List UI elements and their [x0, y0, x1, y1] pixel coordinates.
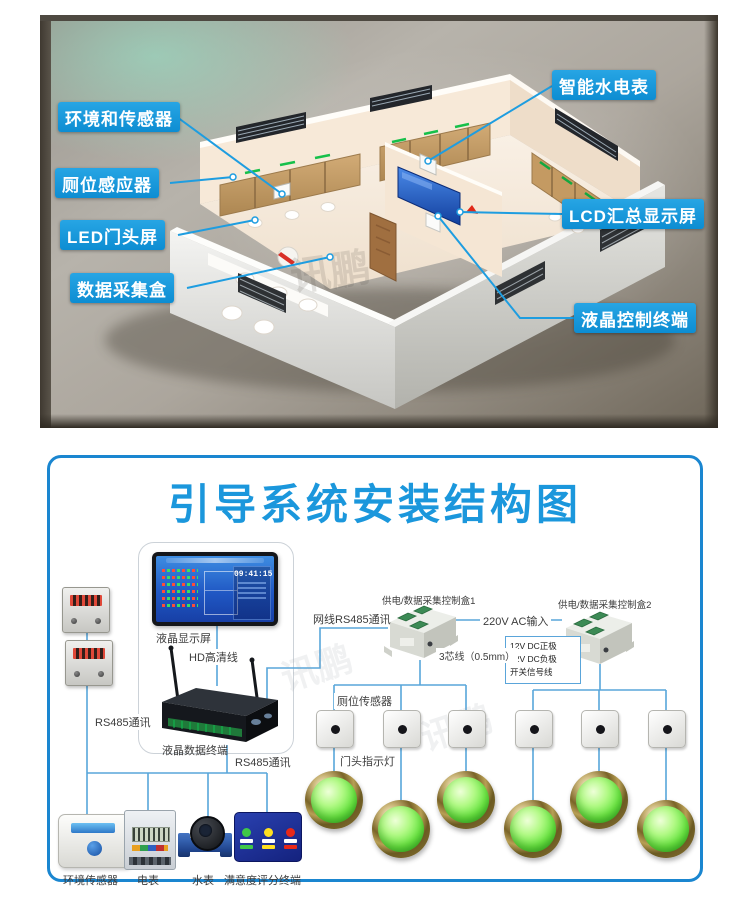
meter-knob — [98, 671, 104, 677]
legend-dc-pos: 12V DC正极 — [510, 641, 557, 651]
diagram-title: 引导系统安装结构图 — [167, 481, 582, 528]
door-indicator-light — [437, 771, 495, 829]
label-electric-meter: 电表 — [137, 875, 159, 887]
env-sensor-lcd — [71, 823, 115, 833]
water-meter-head — [190, 816, 225, 851]
door-indicator-light — [305, 771, 363, 829]
screen-titlebar — [166, 558, 264, 563]
label-hd-cable: HD高清线 — [186, 649, 241, 665]
sensor-lens — [330, 724, 340, 734]
light-glow — [510, 806, 556, 852]
stall-sensor-device — [316, 710, 354, 748]
light-glow — [378, 806, 424, 852]
sensor-lens — [595, 724, 605, 734]
utility-meter-1 — [62, 587, 110, 633]
electric-meter-device — [124, 810, 176, 870]
outer-shell — [170, 185, 665, 409]
callout-leader-lines — [169, 85, 574, 319]
callout-smart-meter: 智能水电表 — [552, 70, 656, 100]
label-satisfaction-terminal: 满意度评分终端 — [224, 875, 301, 887]
door-indicator-light — [372, 800, 430, 858]
photo-edge-left — [40, 15, 51, 428]
neutral-button — [263, 827, 273, 837]
stall-sensor-device — [648, 710, 686, 748]
label-control-box-1: 供电/数据采集控制盒1 — [382, 596, 476, 607]
callout-lcd-summary: LCD汇总显示屏 — [562, 199, 704, 229]
photo-edge-bottom — [40, 414, 718, 428]
door-indicator-light — [504, 800, 562, 858]
sensor-lens — [662, 724, 672, 734]
label-rs485-meters: RS485通讯 — [92, 714, 154, 730]
callout-led-door-screen: LED门头屏 — [60, 220, 165, 250]
satisfied-button — [241, 827, 251, 837]
label-3core-wire: 3芯线（0.5mm） — [436, 648, 519, 663]
label-data-terminal: 液晶数据终端 — [162, 745, 228, 757]
screen-status-dots — [162, 569, 198, 613]
meter-lcd — [73, 648, 105, 659]
label-lcd-display: 液晶显示屏 — [156, 633, 211, 645]
electric-meter-leds — [132, 845, 168, 851]
light-glow — [311, 777, 357, 823]
stall-sensor-device — [448, 710, 486, 748]
callout-env-sensor: 环境和传感器 — [58, 102, 180, 132]
water-meter-dial — [199, 824, 212, 837]
legend-switch-signal: 开关信号线 — [510, 667, 553, 678]
callout-lcd-terminal: 液晶控制终端 — [574, 303, 696, 333]
sensor-lens — [397, 724, 407, 734]
label-rs485-terminal: RS485通讯 — [232, 754, 294, 770]
env-sensor-button — [87, 841, 102, 856]
stall-sensor-device — [515, 710, 553, 748]
light-glow — [443, 777, 489, 823]
control-box-1-device — [384, 605, 458, 658]
door-indicator-light — [570, 771, 628, 829]
utility-meter-2 — [65, 640, 113, 686]
building-render-photo: 讯鹏 环境和传感器 厕位感应器 LED门头屏 数据采集盒 智能水电表 LCD汇总… — [40, 15, 718, 428]
light-glow — [576, 777, 622, 823]
stall-sensor-device — [581, 710, 619, 748]
photo-edge-top — [40, 15, 718, 21]
lcd-data-terminal-device — [162, 645, 278, 742]
sensor-lens — [529, 724, 539, 734]
light-glow — [643, 806, 689, 852]
electric-meter-terminals — [129, 857, 171, 865]
meter-knob — [74, 671, 80, 677]
environment-sensor-device — [58, 814, 132, 868]
callout-data-box: 数据采集盒 — [70, 273, 174, 303]
meter-knob — [71, 618, 77, 624]
screen-floorplan — [204, 571, 238, 615]
sensor-lens — [462, 724, 472, 734]
fixtures — [247, 202, 585, 234]
label-control-box-2: 供电/数据采集控制盒2 — [558, 600, 652, 611]
label-door-light: 门头指示灯 — [337, 753, 398, 769]
lcd-display-device: 09:41:15 — [152, 552, 278, 626]
screen-clock: 09:41:15 — [234, 570, 273, 579]
unsatisfied-button — [285, 827, 295, 837]
screen-info-panel: 09:41:15 — [233, 566, 273, 620]
label-env-sensor: 环境传感器 — [63, 875, 118, 887]
stall-sensor-device — [383, 710, 421, 748]
led-stall-strips — [244, 122, 596, 202]
meter-knob — [95, 618, 101, 624]
lcd-display-screen: 09:41:15 — [156, 556, 274, 622]
label-stall-sensor: 厕位传感器 — [334, 693, 395, 709]
label-ac-input: 220V AC输入 — [480, 613, 552, 629]
water-meter-device — [178, 816, 232, 866]
display-terminal-group-outline — [138, 542, 294, 754]
satisfaction-terminal-device — [234, 812, 302, 862]
electric-meter-lcd — [132, 827, 170, 842]
label-water-meter: 水表 — [192, 875, 214, 887]
center-wall-screen — [369, 142, 502, 282]
label-net-rs485: 网线RS485通讯 — [313, 614, 391, 626]
meter-lcd — [70, 595, 102, 606]
photo-edge-right — [704, 15, 718, 428]
legend-dc-neg: 12V DC负极 — [510, 654, 557, 665]
callout-stall-sensor: 厕位感应器 — [55, 168, 159, 198]
door-indicator-light — [637, 800, 695, 858]
